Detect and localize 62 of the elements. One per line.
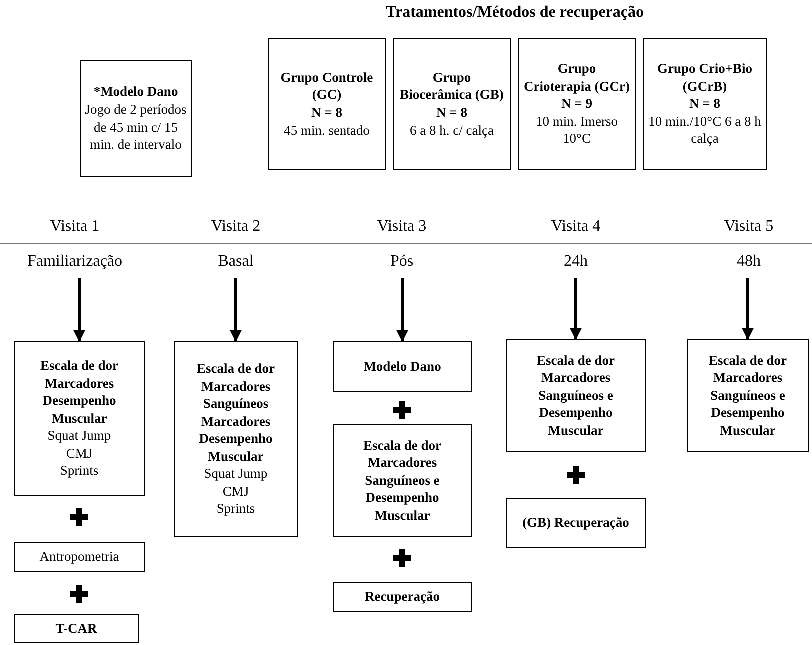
- process-box: [506, 339, 646, 452]
- box-text: Sprints: [60, 462, 99, 480]
- box-text: Grupo Controle (GC): [280, 68, 374, 104]
- arrow: [742, 278, 754, 340]
- box-text: Escala de dor: [40, 357, 118, 375]
- visit-label: Visita 4: [550, 218, 602, 236]
- box-text: Marcadores Desempenho Muscular: [198, 412, 274, 466]
- box-text: Marcadores Sanguíneos e Desempenho Muscular: [364, 454, 441, 524]
- box-text: Escala de dor: [708, 352, 787, 370]
- box-text: *Modelo Dano: [94, 83, 178, 101]
- box-text: Jogo de 2 períodos de 45 min c/ 15 min. de intervalo: [85, 100, 187, 154]
- box-text: Marcadores Sanguíneos e Desempenho Muscular: [710, 369, 786, 440]
- box-text: Modelo Dano: [364, 358, 442, 376]
- visit-label: Visita 5: [723, 218, 775, 236]
- box-text: N = 9: [562, 95, 592, 113]
- box-text: Recuperação: [365, 588, 440, 606]
- box-text: 45 min. sentado: [284, 122, 370, 140]
- box-text: 6 a 8 h. c/ calça: [410, 122, 494, 140]
- box-text: Grupo Biocerâmica (GB): [399, 68, 505, 104]
- box-text: CMJ: [222, 482, 250, 500]
- visit-label: Visita 1: [49, 218, 101, 236]
- box-text: Escala de dor: [536, 352, 615, 370]
- process-box: [393, 38, 511, 170]
- box-text: Marcadores Sanguíneos: [200, 378, 272, 413]
- visit-label: Visita 3: [376, 218, 428, 236]
- box-text: T-CAR: [56, 620, 98, 638]
- box-text: Marcadores Sanguíneos e Desempenho Muscular: [538, 369, 614, 440]
- box-text: Sprints: [216, 500, 256, 518]
- box-text: Squat Jump: [48, 427, 112, 445]
- process-box: [14, 341, 145, 496]
- box-text: Squat Jump: [204, 465, 268, 483]
- arrow: [74, 278, 86, 342]
- box-text: CMJ: [66, 444, 93, 462]
- process-box: [333, 341, 472, 392]
- box-text: N = 8: [436, 104, 468, 122]
- process-box: [14, 542, 145, 572]
- arrow: [570, 278, 582, 340]
- arrow: [230, 278, 242, 342]
- process-box: [518, 38, 636, 170]
- process-box: [333, 424, 472, 537]
- box-text: Marcadores Desempenho Muscular: [42, 374, 118, 428]
- process-box: [14, 614, 139, 643]
- box-text: Escala de dor: [196, 360, 275, 378]
- process-box: [506, 498, 646, 548]
- arrow: [396, 278, 408, 342]
- box-text: N = 8: [312, 104, 342, 122]
- process-box: [643, 38, 767, 170]
- diagram-title: Tratamentos/Métodos de recuperação: [384, 4, 645, 22]
- box-text: (GB) Recuperação: [522, 514, 630, 532]
- box-text: Antropometria: [40, 548, 120, 566]
- process-box: [687, 339, 809, 452]
- box-text: N = 8: [690, 95, 720, 113]
- box-text: Escala de dor: [363, 436, 442, 454]
- box-text: 10 min. Imerso 10°C: [534, 112, 620, 148]
- process-box: [174, 341, 298, 537]
- box-text: Grupo Crioterapia (GCr): [523, 60, 631, 96]
- visit-label: Visita 2: [210, 218, 262, 236]
- process-box: [333, 582, 472, 612]
- box-text: 10 min./10°C 6 a 8 h calça: [648, 112, 762, 148]
- box-text: Grupo Crio+Bio (GCrB): [656, 60, 754, 96]
- process-box: [268, 38, 386, 170]
- process-box: [80, 60, 192, 177]
